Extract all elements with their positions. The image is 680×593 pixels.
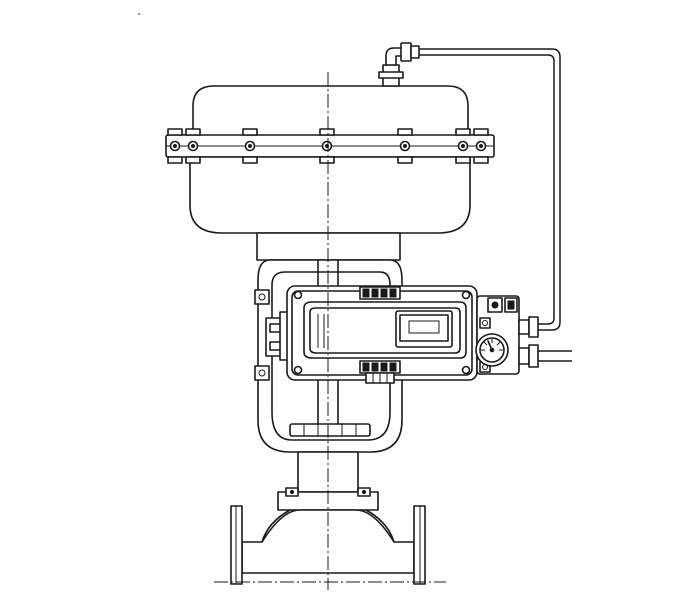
supply-fittings bbox=[518, 316, 572, 368]
inlet-flange bbox=[230, 505, 243, 585]
bottom-cable-glands bbox=[359, 360, 401, 384]
bonnet-nut bbox=[289, 423, 371, 437]
diaphragm-actuator bbox=[165, 42, 495, 234]
actuator-air-fitting bbox=[378, 42, 420, 87]
upper-diaphragm-casing bbox=[172, 85, 490, 136]
flange-bolts bbox=[167, 128, 489, 164]
pressure-gauge bbox=[475, 333, 509, 367]
top-cable-glands bbox=[359, 286, 401, 300]
lcd-display bbox=[395, 310, 453, 348]
outlet-flange bbox=[413, 505, 426, 585]
valve-positioner bbox=[265, 285, 478, 384]
lower-diaphragm-casing bbox=[189, 156, 471, 234]
yoke-window bbox=[271, 271, 391, 441]
air-supply-tubing bbox=[419, 48, 561, 331]
stray-mark bbox=[138, 13, 140, 15]
